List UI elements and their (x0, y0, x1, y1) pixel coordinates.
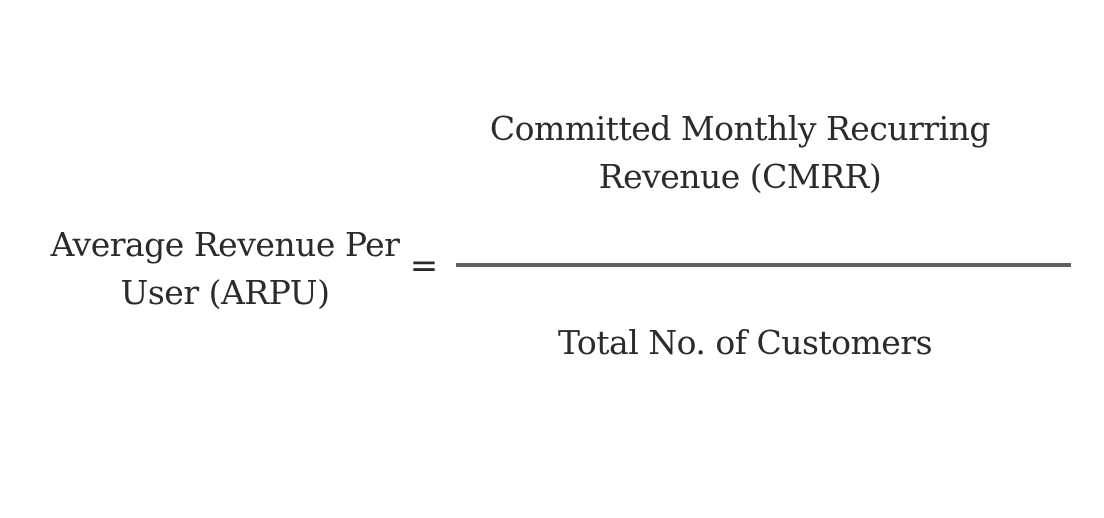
formula-denominator: Total No. of Customers (460, 319, 1030, 367)
numerator-line-2: Revenue (CMRR) (598, 157, 882, 196)
lhs-line-1: Average Revenue Per (50, 225, 400, 264)
formula-numerator: Committed Monthly Recurring Revenue (CMR… (460, 105, 1020, 201)
lhs-line-2: User (ARPU) (120, 273, 330, 312)
equals-sign: = (409, 246, 439, 286)
numerator-line-1: Committed Monthly Recurring (489, 109, 991, 148)
denominator-line-1: Total No. of Customers (557, 323, 933, 362)
formula-left-side: Average Revenue Per User (ARPU) (40, 221, 410, 317)
fraction-bar (456, 263, 1071, 267)
